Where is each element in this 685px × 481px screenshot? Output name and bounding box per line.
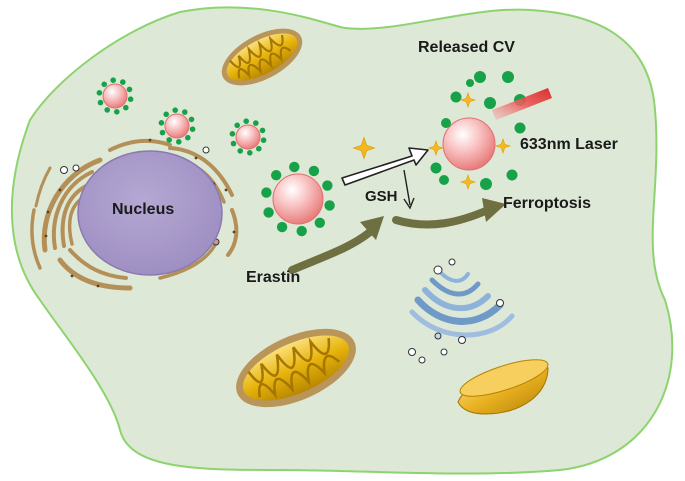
cv-dot (308, 165, 320, 177)
nanoparticle-icon (158, 107, 196, 145)
cv-dot (289, 161, 300, 173)
cv-dot (96, 90, 103, 96)
cv-dot (276, 221, 288, 233)
cv-dot (114, 109, 120, 115)
cv-dot (176, 139, 182, 145)
laser-beam (492, 88, 552, 120)
cv-dot (234, 122, 240, 129)
cv-dot (253, 120, 259, 126)
nucleus (77, 150, 223, 276)
cv-dot (127, 96, 134, 102)
cv-dot (172, 107, 178, 113)
cv-dot (261, 187, 272, 198)
cv-dot (259, 127, 266, 134)
nanoparticle-core (235, 124, 261, 150)
cv-dot (182, 109, 188, 115)
cv-dot (120, 79, 126, 85)
cv-dot (296, 225, 307, 237)
sparkle-icon (352, 91, 512, 191)
released-cv-label: Released CV (418, 39, 515, 56)
cv-dot (189, 126, 196, 132)
cv-dot (255, 145, 262, 152)
cv-dot (101, 81, 107, 88)
release-arrow (341, 147, 429, 186)
lysosome-icon (457, 359, 549, 415)
erastin-label: Erastin (246, 269, 301, 286)
cv-dot (166, 137, 172, 143)
cv-dot (243, 118, 249, 124)
cv-dot (159, 129, 166, 136)
ferroptosis-label: Ferroptosis (503, 195, 592, 212)
nanoparticle-icon (442, 117, 496, 171)
cv-dot (271, 170, 282, 181)
gsh-arrow (403, 169, 415, 210)
nanoparticle-core (442, 117, 496, 171)
nanoparticle-icon (96, 77, 134, 115)
nanoparticle-icon (229, 118, 267, 156)
cv-dot (188, 116, 195, 123)
mitochondrion-icon (221, 28, 303, 86)
cv-dot (229, 131, 236, 137)
cv-dot (237, 148, 243, 154)
mitochondrion-icon (236, 328, 356, 408)
cv-dot (185, 134, 191, 141)
cv-dot (247, 150, 253, 156)
nanoparticle-core (164, 113, 190, 139)
cv-dot (123, 104, 129, 111)
curved-arrow-ferroptosis (392, 198, 506, 229)
vesicle-icon (408, 258, 504, 364)
nanoparticle-core (272, 173, 324, 225)
golgi-apparatus-icon (409, 270, 515, 338)
cv-dot (163, 111, 169, 118)
er-ribosomes (44, 138, 236, 288)
cv-dot (314, 217, 325, 228)
cv-dot (324, 200, 335, 211)
cv-dot (97, 99, 104, 106)
cv-dot (322, 180, 333, 191)
cv-dot (263, 207, 274, 218)
cv-dot (104, 107, 110, 113)
nanoparticle-icon (261, 161, 335, 237)
curved-arrow-erastin (288, 216, 384, 274)
cv-dot (260, 137, 267, 143)
nanoparticle-core (102, 83, 128, 109)
laser-label: 633nm Laser (520, 136, 618, 153)
nucleus-label: Nucleus (112, 201, 175, 218)
cv-dot (110, 77, 116, 83)
gsh-label: GSH (365, 188, 398, 205)
cv-dot (126, 86, 133, 93)
cv-dot (230, 140, 237, 147)
cv-dot (158, 120, 165, 126)
